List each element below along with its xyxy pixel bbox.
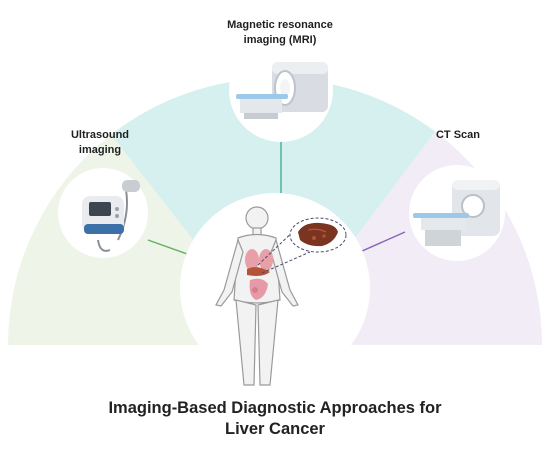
label-ultrasound-line2: imaging bbox=[78, 144, 122, 156]
title-line1: Imaging-Based Diagnostic Approaches for bbox=[108, 399, 442, 417]
label-ultrasound: Ultrasound imaging bbox=[45, 128, 155, 158]
label-ct: CT Scan bbox=[408, 128, 508, 143]
ultrasound-machine-icon bbox=[82, 180, 140, 252]
label-ct-line1: CT Scan bbox=[435, 129, 480, 141]
liver-icon bbox=[298, 222, 338, 247]
label-mri-line2: imaging (MRI) bbox=[243, 34, 317, 46]
mri-scanner-icon bbox=[236, 62, 328, 119]
title-line2: Liver Cancer bbox=[225, 420, 325, 438]
label-mri: Magnetic resonance imaging (MRI) bbox=[205, 18, 355, 48]
ct-scanner-icon bbox=[413, 180, 500, 246]
label-ultrasound-line1: Ultrasound bbox=[70, 129, 130, 141]
label-mri-line1: Magnetic resonance bbox=[227, 19, 333, 31]
